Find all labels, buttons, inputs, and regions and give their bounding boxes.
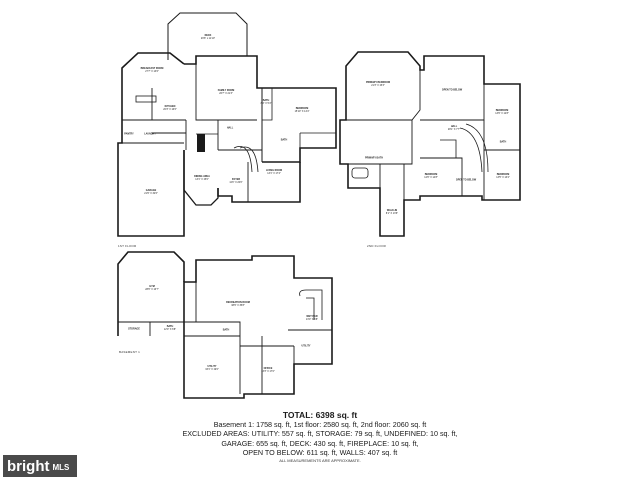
room-utility-1: UTILITY [301, 344, 311, 348]
room-primary-bath: PRIMARY BATH [364, 156, 384, 160]
basement-floor-label: BASEMENT 1 [119, 350, 140, 354]
room-hall-1: HALL [226, 126, 234, 130]
bright-mls-logo: bright MLS [3, 455, 77, 477]
first-floor-label: 1ST FLOOR [118, 244, 137, 248]
floor-areas-line: Basement 1: 1758 sq. ft, 1st floor: 2580… [213, 420, 427, 429]
room-storage: STORAGE [128, 327, 140, 331]
excluded-areas-line-2: GARAGE: 655 sq. ft, DECK: 430 sq. ft, FI… [221, 438, 419, 448]
logo-brand-suffix: MLS [52, 463, 70, 472]
measurement-note: ALL MEASUREMENTS ARE APPROXIMATE. [279, 458, 361, 464]
room-bath-5: BATH [222, 328, 230, 332]
second-floor-label: 2ND FLOOR [367, 244, 386, 248]
room-laundry: LAUNDRY [144, 132, 156, 136]
excluded-areas-line-3: OPEN TO BELOW: 611 sq. ft, WALLS: 407 sq… [242, 447, 398, 457]
room-open-to-below-1: OPEN TO BELOW [441, 88, 463, 92]
total-area: TOTAL: 6398 sq. ft [282, 410, 358, 420]
excluded-areas-line: EXCLUDED AREAS: UTILITY: 557 sq. ft, STO… [182, 429, 458, 439]
logo-brand-name: bright [7, 457, 50, 475]
second-floor-plan [339, 51, 521, 237]
room-pantry: PANTRY [124, 132, 134, 136]
first-floor-plan [117, 12, 337, 237]
room-bath-2: BATH [280, 138, 288, 142]
basement-plan [117, 251, 333, 399]
room-open-to-below-2: OPEN TO BELOW [455, 178, 477, 182]
room-bath-3: BATH [499, 140, 507, 144]
area-summary: TOTAL: 6398 sq. ft Basement 1: 1758 sq. … [0, 410, 640, 465]
